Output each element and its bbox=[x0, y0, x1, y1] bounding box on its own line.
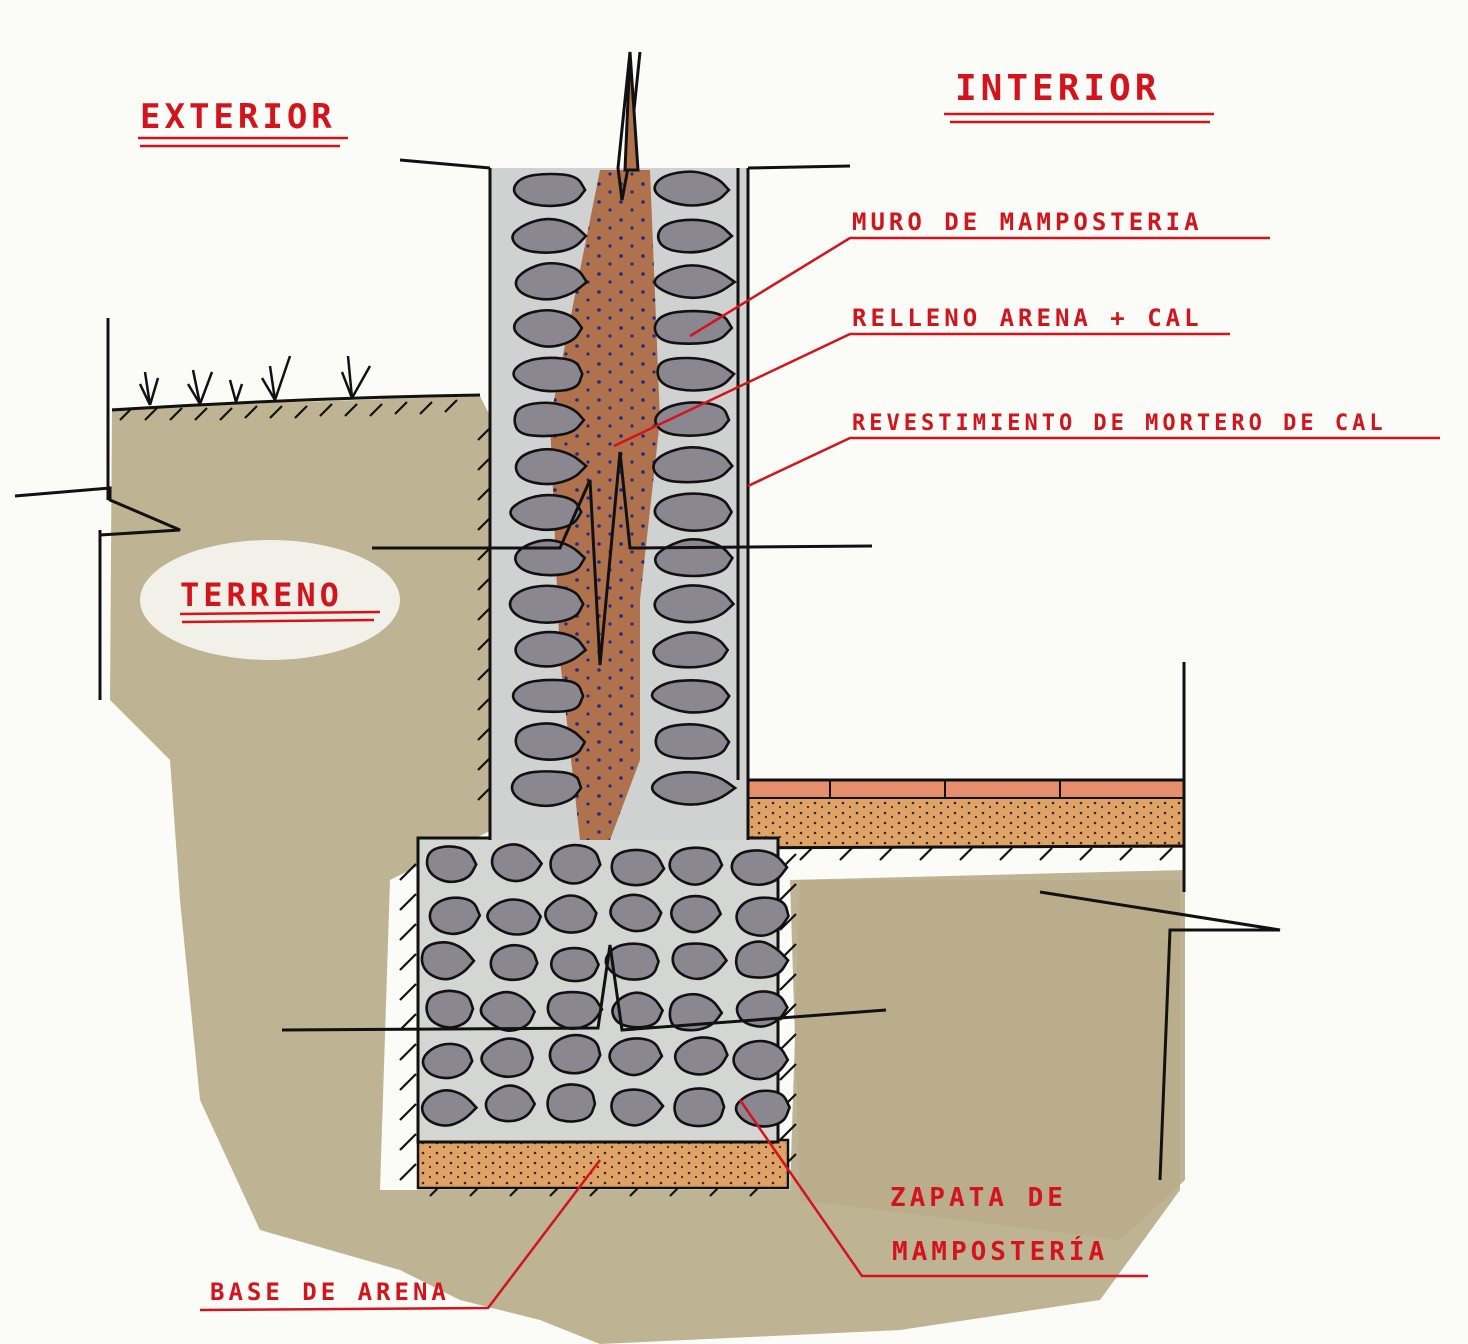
soil-mass bbox=[110, 396, 1185, 1344]
stone bbox=[514, 261, 589, 301]
stone bbox=[650, 770, 738, 806]
stone bbox=[609, 893, 663, 933]
stone bbox=[604, 942, 660, 981]
stone bbox=[428, 896, 482, 936]
stone bbox=[489, 943, 539, 982]
label-zapata-2: MAMPOSTERÍA bbox=[892, 1235, 1108, 1267]
stone bbox=[654, 401, 731, 437]
stone bbox=[511, 678, 585, 714]
label-terreno: TERRENO bbox=[180, 576, 343, 614]
footing-body bbox=[416, 836, 780, 1144]
stone bbox=[486, 898, 543, 936]
stone bbox=[509, 493, 583, 532]
stone bbox=[653, 584, 736, 624]
stone bbox=[650, 679, 731, 714]
stone bbox=[546, 1083, 597, 1123]
stone bbox=[512, 308, 584, 348]
stone bbox=[425, 989, 475, 1029]
stone bbox=[514, 447, 589, 486]
stone bbox=[653, 264, 737, 300]
stone bbox=[425, 845, 478, 884]
stone bbox=[544, 894, 598, 934]
brick-tiles bbox=[717, 779, 1185, 799]
grass-tufts bbox=[138, 355, 372, 406]
stone bbox=[514, 722, 587, 761]
stone bbox=[508, 584, 585, 625]
stone bbox=[656, 218, 734, 254]
stone bbox=[513, 401, 586, 438]
stone bbox=[420, 941, 476, 981]
label-base: BASE DE ARENA bbox=[210, 1278, 450, 1306]
stone bbox=[512, 356, 584, 393]
stone bbox=[653, 170, 731, 207]
label-muro: MURO DE MAMPOSTERIA bbox=[852, 208, 1203, 236]
stone bbox=[421, 1042, 474, 1080]
stone bbox=[512, 172, 587, 208]
stone bbox=[653, 492, 734, 532]
masonry-stones bbox=[420, 170, 792, 1128]
stone bbox=[673, 1087, 726, 1128]
leader-lines bbox=[199, 236, 1440, 1312]
stone bbox=[610, 1088, 665, 1127]
stone bbox=[732, 1039, 790, 1081]
stone bbox=[654, 723, 731, 760]
stone bbox=[480, 1037, 535, 1079]
stone bbox=[656, 356, 736, 392]
soil-light-patch bbox=[140, 540, 400, 660]
stone bbox=[611, 991, 665, 1029]
stone bbox=[671, 942, 729, 981]
stone bbox=[548, 1033, 602, 1075]
ground-surface bbox=[14, 318, 481, 700]
stone bbox=[549, 843, 602, 885]
footing bbox=[416, 836, 790, 1190]
break-lines bbox=[281, 51, 887, 1032]
stone bbox=[479, 990, 537, 1032]
stone bbox=[653, 309, 734, 345]
stone bbox=[735, 896, 790, 937]
stone bbox=[514, 630, 588, 668]
stone bbox=[608, 1037, 664, 1077]
soil-interior bbox=[790, 870, 1185, 1240]
stone bbox=[734, 1089, 792, 1128]
stone bbox=[673, 1036, 729, 1076]
stone bbox=[511, 217, 588, 254]
stone bbox=[420, 1089, 479, 1127]
interior-floor bbox=[717, 662, 1281, 1181]
stone bbox=[484, 1084, 537, 1123]
stone bbox=[510, 770, 583, 808]
stone bbox=[734, 940, 790, 979]
stone bbox=[668, 846, 724, 886]
stone bbox=[670, 894, 723, 934]
label-exterior: EXTERIOR bbox=[140, 97, 336, 137]
stone bbox=[652, 446, 735, 484]
label-revestimiento: REVESTIMIENTO DE MORTERO DE CAL bbox=[852, 411, 1387, 436]
label-relleno: RELLENO ARENA + CAL bbox=[852, 304, 1203, 332]
stone bbox=[549, 946, 601, 983]
label-interior: INTERIOR bbox=[955, 68, 1160, 109]
stone bbox=[610, 848, 666, 887]
stone bbox=[730, 849, 789, 887]
stone bbox=[490, 843, 544, 883]
label-zapata-1: ZAPATA DE bbox=[890, 1183, 1067, 1213]
stone bbox=[546, 990, 604, 1030]
annotation-labels: EXTERIOR INTERIOR TERRENO MURO DE MAMPOS… bbox=[138, 68, 1387, 1306]
stone bbox=[652, 631, 730, 669]
